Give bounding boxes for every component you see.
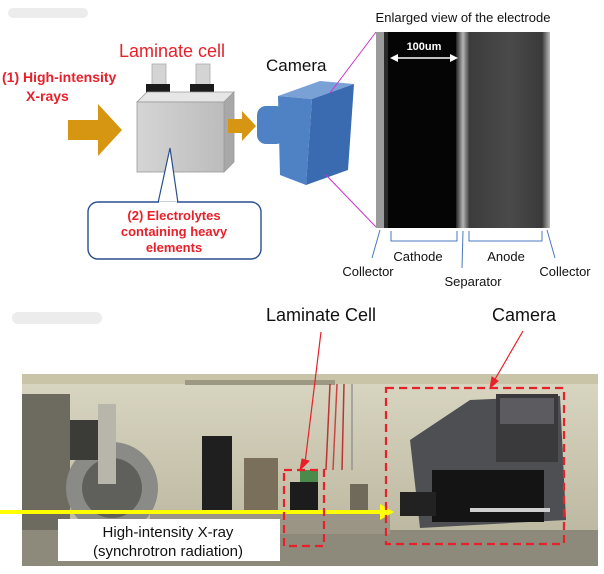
zoom-line-bottom (325, 174, 377, 228)
electrolyte-line3: elements (146, 240, 202, 255)
blur-mark-2 (12, 312, 102, 324)
transmitted-arrow (228, 111, 256, 141)
electrode-brackets (371, 229, 556, 269)
xray-caption-line1: High-intensity X-ray (103, 524, 234, 541)
electrolyte-line2: containing heavy (121, 224, 228, 239)
scale-bar (390, 54, 458, 62)
cathode-label: Cathode (393, 249, 442, 264)
laminate-pointer (304, 331, 322, 464)
electrolyte-line1: (2) Electrolytes (127, 208, 220, 223)
anode-label: Anode (487, 249, 525, 264)
collector-right-label: Collector (539, 264, 591, 279)
laminate-cell-title: Laminate cell (119, 41, 225, 61)
xray-caption-line2: (synchrotron radiation) (93, 543, 243, 560)
scale-bar-label: 100um (407, 41, 442, 53)
camera-highlight (384, 386, 566, 546)
separator-label: Separator (444, 274, 502, 289)
xray-caption-box (58, 519, 280, 561)
xray-beam-head (380, 504, 394, 520)
blur-mark (8, 8, 88, 18)
cell-tab-right (190, 63, 214, 96)
xray-label-line1: (1) High-intensity (2, 69, 117, 85)
electrode-view-title: Enlarged view of the electrode (376, 10, 551, 25)
laminate-cell-highlight (282, 468, 326, 548)
camera-illustration (257, 81, 354, 185)
laminate-cell-label-photo: Laminate Cell (266, 305, 376, 325)
collector-left-label: Collector (342, 264, 394, 279)
cell-tab-left (146, 63, 170, 96)
electrode-micrograph (376, 32, 550, 228)
xray-label-line2: X-rays (26, 88, 69, 104)
xray-arrow (68, 104, 122, 156)
camera-pointer (493, 330, 524, 382)
laminate-cell-box (136, 91, 235, 173)
zoom-line-top (329, 31, 377, 94)
camera-label-top: Camera (266, 56, 327, 75)
camera-label-photo: Camera (492, 305, 557, 325)
